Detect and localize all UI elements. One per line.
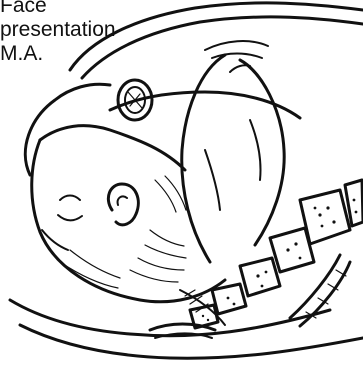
fetal-arm (182, 55, 284, 262)
fetal-head (32, 126, 225, 302)
uterine-wall (25, 3, 363, 175)
umbilicus-ring (118, 80, 152, 120)
